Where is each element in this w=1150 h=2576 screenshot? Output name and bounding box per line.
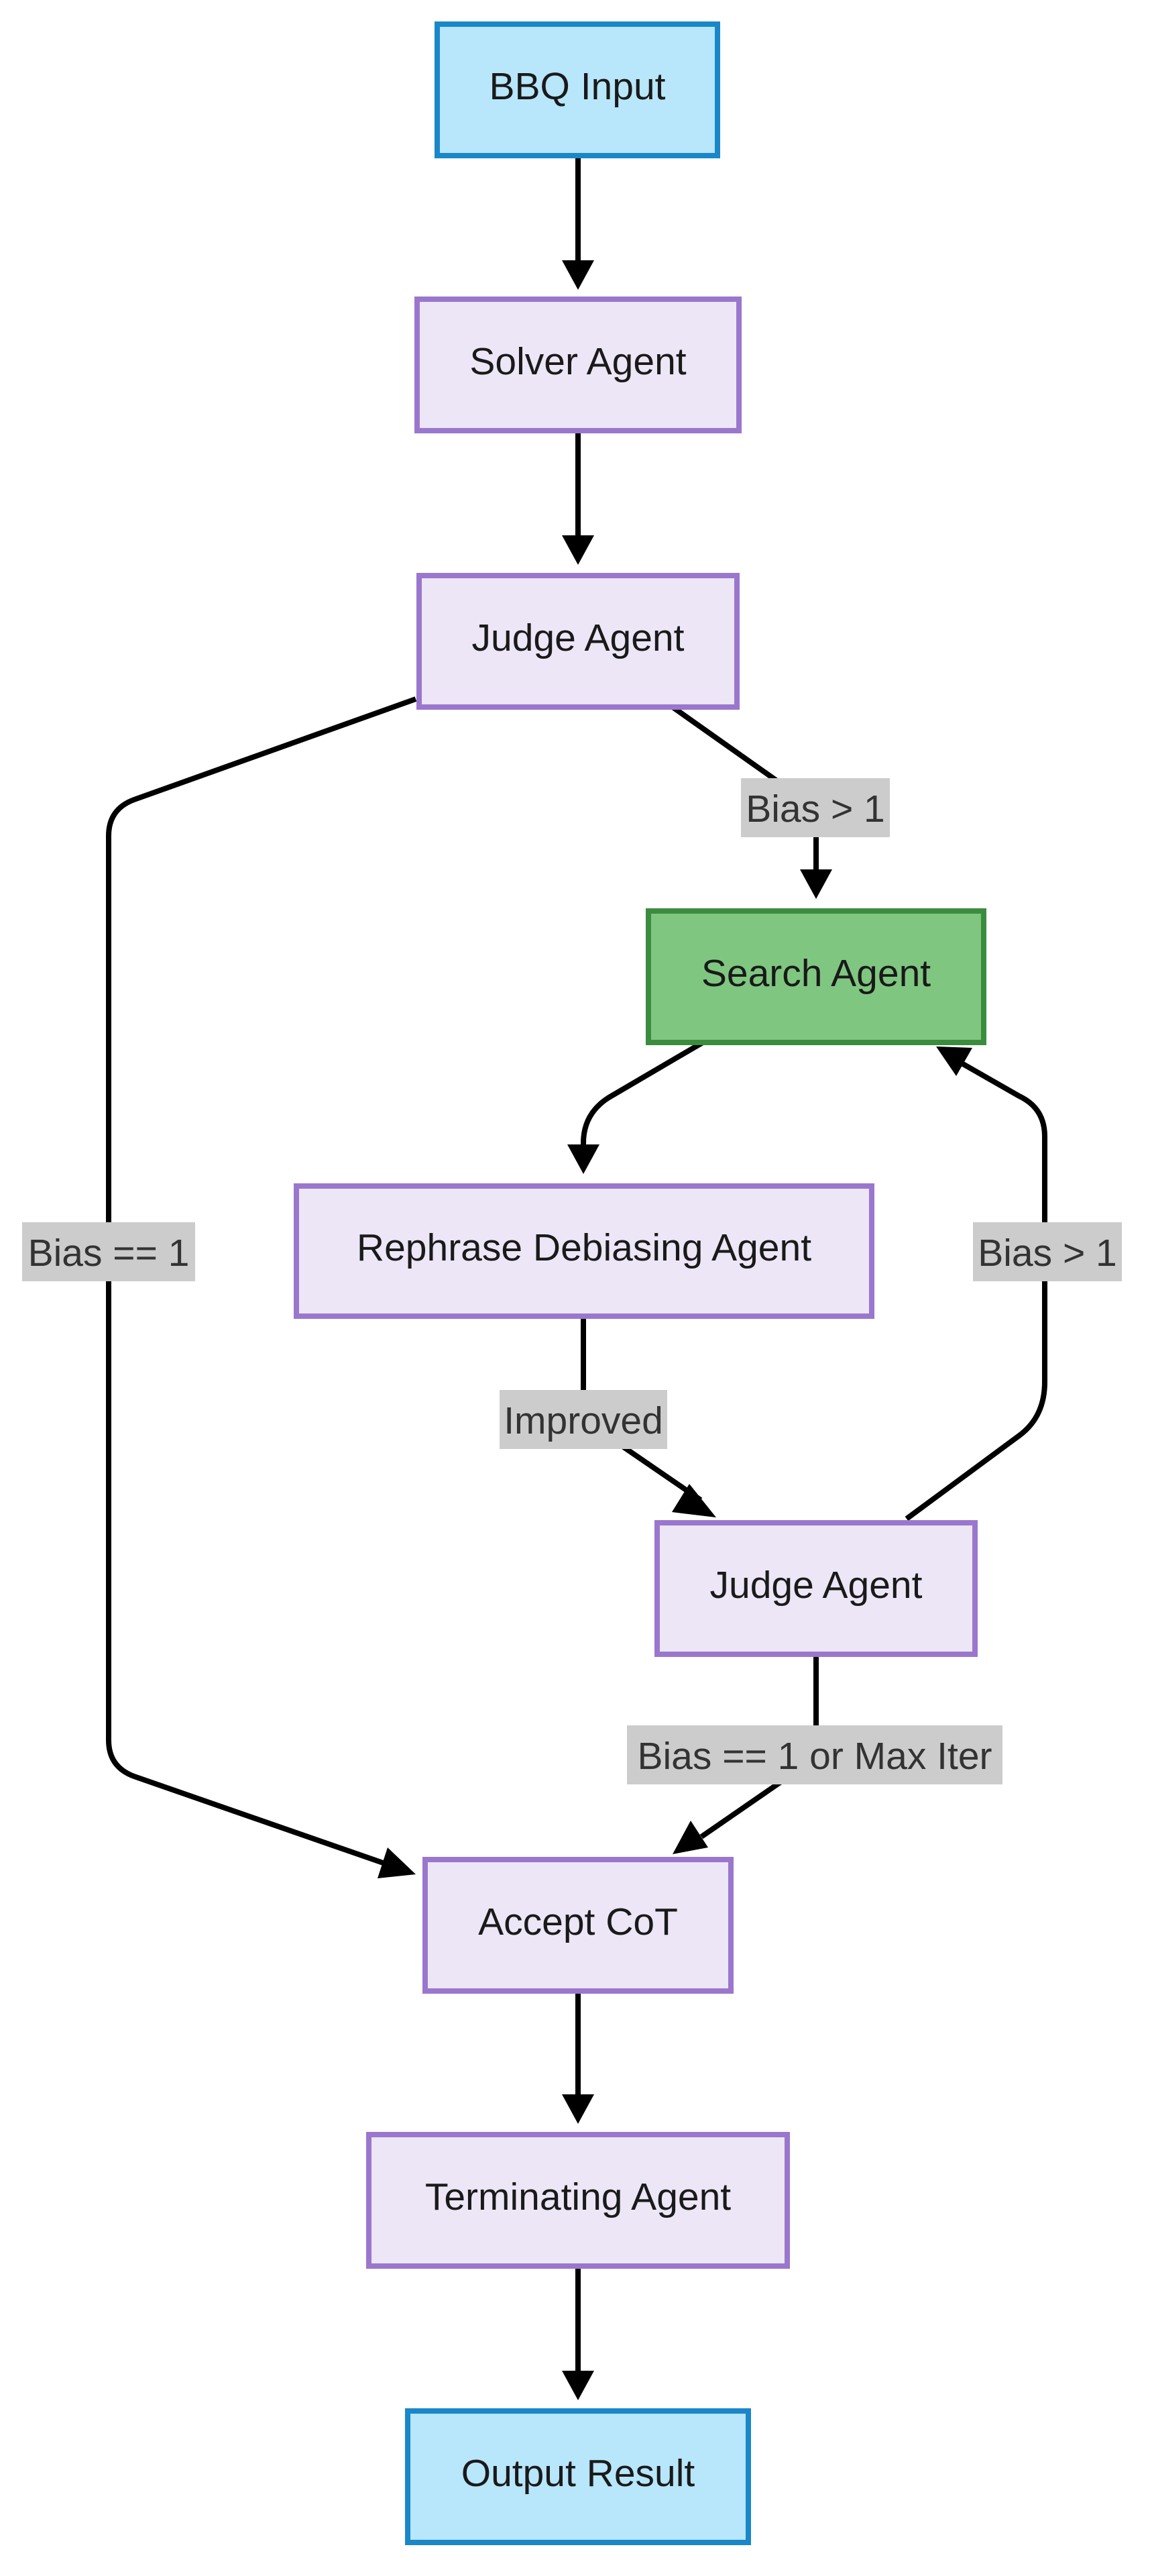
edges	[106, 156, 1047, 2400]
node-label: Rephrase Debiasing Agent	[357, 1226, 811, 1269]
edge-judge-to-accept	[106, 696, 417, 1878]
arrowhead-icon	[378, 1847, 416, 1878]
node-label: Terminating Agent	[425, 2176, 731, 2218]
edge-terminating-to-output	[562, 2267, 594, 2400]
arrowhead-icon	[567, 1144, 599, 1174]
arrowhead-icon	[673, 1821, 708, 1854]
node-output-result: Output Result	[405, 2408, 751, 2545]
node-label: Judge Agent	[710, 1564, 923, 1607]
arrowhead-icon	[672, 1484, 716, 1517]
edge-label-background	[22, 1222, 195, 1281]
arrowhead-icon	[936, 1046, 972, 1076]
edge-line	[905, 1061, 1047, 1521]
edge-label-text: Bias == 1 or Max Iter	[637, 1735, 992, 1778]
node-judge-agent-1: Judge Agent	[416, 573, 740, 710]
node-terminating-agent: Terminating Agent	[366, 2132, 790, 2269]
node-rephrase-debiasing-agent: Rephrase Debiasing Agent	[294, 1183, 874, 1319]
arrowhead-icon	[562, 2371, 594, 2400]
node-box	[294, 1183, 874, 1319]
edge-judge2-to-search	[905, 1046, 1047, 1521]
edge-line	[106, 696, 417, 1868]
node-accept-cot: Accept CoT	[422, 1857, 734, 1994]
edge-label-judge2-to-accept: Bias == 1 or Max Iter	[627, 1725, 1002, 1784]
edge-label-rephrase-to-judge2: Improved	[500, 1390, 667, 1449]
arrowhead-icon	[800, 869, 832, 899]
node-label: Search Agent	[701, 952, 931, 995]
node-box	[416, 573, 740, 710]
arrowhead-icon	[562, 260, 594, 290]
node-bbq-input: BBQ Input	[435, 21, 720, 158]
node-label: Judge Agent	[472, 616, 685, 659]
node-search-agent: Search Agent	[646, 908, 986, 1045]
edge-label-judge-to-search: Bias > 1	[741, 778, 890, 837]
edge-labels: Bias > 1 Bias == 1 Bias > 1 Improved Bia…	[22, 778, 1122, 1784]
node-box	[405, 2408, 751, 2545]
edge-label-text: Bias > 1	[978, 1232, 1117, 1275]
edge-label-background	[627, 1725, 1002, 1784]
arrowhead-icon	[562, 535, 594, 565]
node-box	[435, 21, 720, 158]
node-box	[366, 2132, 790, 2269]
edge-accept-to-terminating	[562, 1991, 594, 2124]
node-label: Solver Agent	[469, 340, 686, 383]
edge-label-judge-to-accept: Bias == 1	[22, 1222, 195, 1281]
node-box	[422, 1857, 734, 1994]
edge-line	[581, 1040, 705, 1146]
edge-search-to-rephrase	[567, 1040, 705, 1174]
edge-solver-to-judge	[562, 431, 594, 565]
edge-input-to-solver	[562, 156, 594, 290]
node-box	[646, 908, 986, 1045]
node-judge-agent-2: Judge Agent	[654, 1520, 978, 1657]
node-box	[654, 1520, 978, 1657]
node-label: Output Result	[461, 2452, 695, 2495]
edge-label-background	[500, 1390, 667, 1449]
edge-label-text: Bias == 1	[28, 1232, 190, 1275]
edge-label-judge2-to-search: Bias > 1	[973, 1222, 1122, 1281]
node-box	[414, 297, 742, 433]
node-label: Accept CoT	[478, 1900, 678, 1943]
edge-label-background	[741, 778, 890, 837]
edge-label-text: Bias > 1	[746, 788, 885, 830]
node-solver-agent: Solver Agent	[414, 297, 742, 433]
edge-label-background	[973, 1222, 1122, 1281]
node-label: BBQ Input	[490, 65, 666, 108]
arrowhead-icon	[562, 2094, 594, 2124]
nodes: BBQ Input Solver Agent Judge Agent Searc…	[294, 21, 986, 2545]
edge-label-text: Improved	[504, 1399, 663, 1442]
